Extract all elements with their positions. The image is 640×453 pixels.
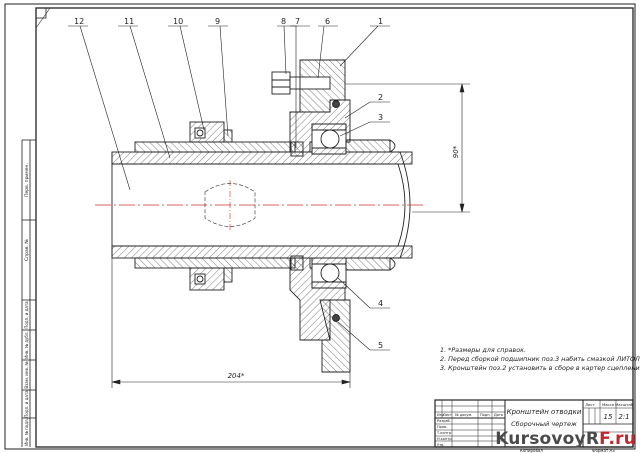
tb-row-tcontr: Т.контр.: [436, 431, 452, 435]
shaft-wall-bottom: [111, 245, 413, 259]
tb-row-list: Лист: [443, 413, 452, 417]
tb-mass-value: 15: [604, 413, 613, 421]
note-3: 3. Кронштейн поз.2 установить в сборе в …: [440, 364, 640, 372]
o-ring-lower: [332, 314, 340, 322]
bearing-upper: [311, 123, 347, 155]
tb-format: Формат A3: [592, 448, 615, 453]
seal-lower: [189, 267, 233, 291]
callout-11: 11: [124, 17, 134, 26]
dimension-90: [345, 83, 470, 213]
technical-notes: 1. *Размеры для справок. 2. Перед сборко…: [440, 346, 640, 372]
tb-row-doc: № докум.: [455, 413, 472, 417]
side-label-6: Инв. № подл.: [24, 418, 29, 446]
callout-8: 8: [281, 17, 286, 26]
watermark-accent: F.ru: [599, 429, 636, 449]
o-ring-upper: [332, 100, 340, 108]
retaining-ring-upper: [290, 141, 304, 157]
tb-row-ncontr: Н.контр.: [437, 437, 453, 441]
side-label-2: Подп. и дата: [24, 301, 29, 329]
callout-leaders: [68, 25, 390, 351]
tb-scale-value: 2:1: [618, 413, 629, 421]
callout-5: 5: [378, 341, 383, 350]
tb-row-sign: Подп.: [480, 413, 491, 417]
sleeve-top: [134, 141, 296, 153]
callout-numbers: 12 11 10 9 8 7 6 1 2 3 4 5: [74, 17, 383, 350]
dimension-204: [111, 258, 351, 388]
seal-upper: [189, 121, 233, 143]
top-left-stamp: [35, 7, 51, 29]
title-block-text: Кронштейн отводки Сборочный чертеж Лист …: [436, 402, 634, 453]
callout-9: 9: [215, 17, 220, 26]
callout-6: 6: [325, 17, 330, 26]
tb-scale-label: Масштаб: [615, 402, 634, 407]
tb-row-approve: Утв.: [437, 443, 444, 447]
hidden-slot: [204, 183, 256, 227]
tb-mass-label: Масса: [602, 402, 614, 407]
watermark: KursovoyRF.ru: [495, 429, 636, 449]
side-label-5: Подп. и дата: [24, 390, 29, 418]
side-label-1: Справ. №: [24, 239, 30, 261]
outer-border: [4, 3, 636, 450]
dimension-204-label: 204*: [228, 372, 245, 380]
inner-border: [35, 7, 634, 448]
shaft-wall-top: [111, 151, 413, 165]
tb-row-dev: Разраб.: [437, 419, 451, 423]
housing-lower: [319, 299, 351, 373]
watermark-main: KursovoyR: [495, 429, 600, 449]
dimension-90-label: 90*: [452, 145, 460, 158]
side-label-0: Перв. примен.: [24, 163, 30, 197]
note-2: 2. Перед сборкой подшипник поз.3 набить …: [440, 355, 640, 363]
side-label-3: Инв. № дубл.: [24, 331, 29, 358]
end-cap-lower: [345, 257, 391, 271]
end-cap-upper: [345, 139, 391, 153]
tb-copied: Копировал: [520, 448, 543, 453]
tb-row-check: Пров.: [437, 425, 447, 429]
callout-3: 3: [378, 113, 383, 122]
callout-4: 4: [378, 299, 383, 308]
callout-1: 1: [378, 17, 383, 26]
tb-row-date: Дата: [494, 413, 503, 417]
side-strip: Перв. примен. Справ. № Подп. и дата Инв.…: [21, 139, 36, 447]
bolt-head: [271, 71, 291, 95]
callout-2: 2: [378, 93, 383, 102]
callout-10: 10: [173, 17, 183, 26]
assembly-section: [111, 59, 413, 373]
tb-row-izm: Изм.: [437, 413, 445, 417]
callout-12: 12: [74, 17, 84, 26]
note-1: 1. *Размеры для справок.: [440, 346, 526, 354]
title-name: Кронштейн отводки: [507, 408, 582, 416]
bearing-lower: [311, 257, 347, 289]
sleeve-bottom: [134, 257, 296, 269]
callout-7: 7: [295, 17, 300, 26]
side-label-4: Взам. инв. №: [24, 361, 29, 388]
title-doc-type: Сборочный чертеж: [511, 420, 577, 428]
retaining-ring-lower: [290, 255, 304, 271]
tb-sheet-label: Лист: [585, 402, 595, 407]
title-block: [434, 399, 634, 448]
